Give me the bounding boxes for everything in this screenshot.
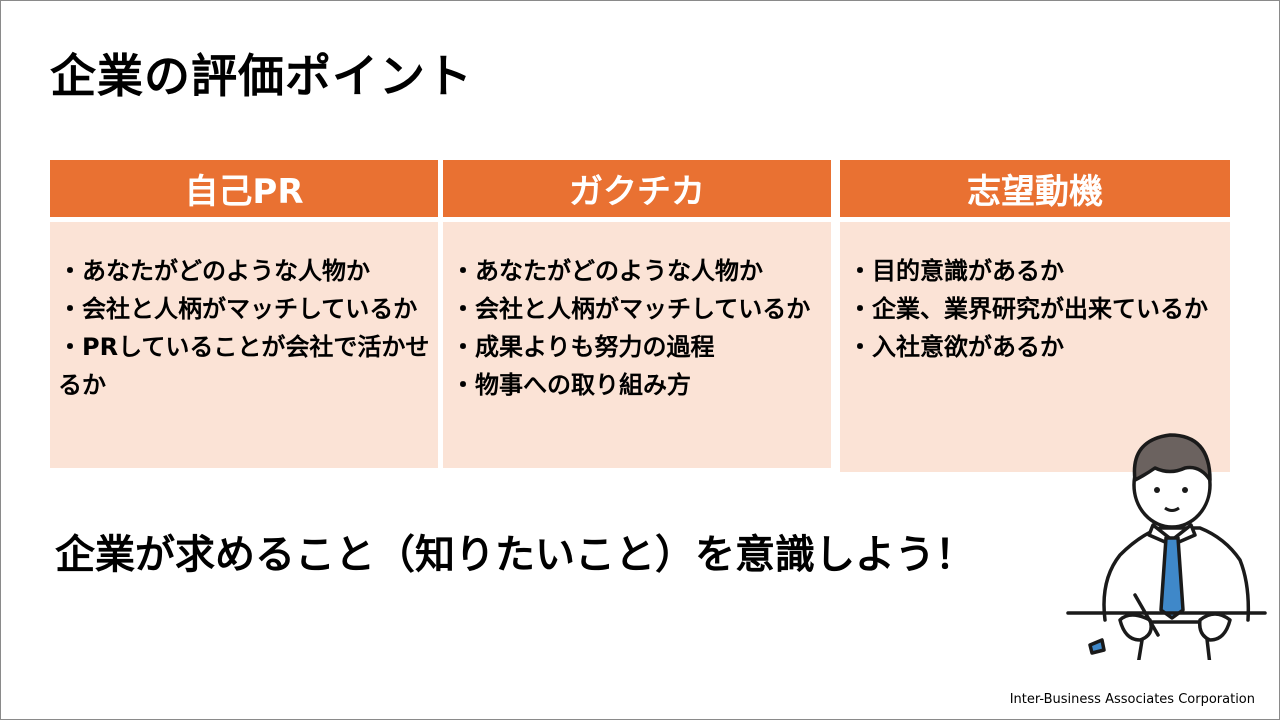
column-body: ・あなたがどのような人物か ・会社と人柄がマッチしているか ・PRしていることが… [50, 222, 438, 468]
businessman-writing-illustration [1066, 433, 1267, 660]
list-item: ・PRしていることが会社で活かせるか [58, 333, 430, 399]
column-motivation: 志望動機 ・目的意識があるか ・企業、業界研究が出来ているか ・入社意欲があるか [840, 160, 1230, 472]
list-item: ・入社意欲があるか [848, 333, 1064, 361]
list-item: ・会社と人柄がマッチしているか [58, 295, 418, 323]
column-body: ・あなたがどのような人物か ・会社と人柄がマッチしているか ・成果よりも努力の過… [443, 222, 831, 468]
column-header: ガクチカ [443, 160, 831, 217]
column-header: 志望動機 [840, 160, 1230, 217]
column-header: 自己PR [50, 160, 438, 217]
column-body: ・目的意識があるか ・企業、業界研究が出来ているか ・入社意欲があるか [840, 222, 1230, 472]
list-item: ・企業、業界研究が出来ているか [848, 295, 1208, 323]
bottom-message: 企業が求めること（知りたいこと）を意識しよう！ [55, 532, 975, 578]
column-self-pr: 自己PR ・あなたがどのような人物か ・会社と人柄がマッチしているか ・PRして… [50, 160, 438, 468]
column-gakuchika: ガクチカ ・あなたがどのような人物か ・会社と人柄がマッチしているか ・成果より… [443, 160, 831, 468]
footer-company: Inter-Business Associates Corporation [1009, 692, 1255, 707]
list-item: ・会社と人柄がマッチしているか [451, 295, 811, 323]
list-item: ・成果よりも努力の過程 [451, 333, 715, 361]
list-item: ・目的意識があるか [848, 257, 1064, 285]
list-item: ・あなたがどのような人物か [58, 257, 370, 285]
list-item: ・あなたがどのような人物か [451, 257, 763, 285]
slide-title: 企業の評価ポイント [50, 49, 473, 103]
list-item: ・物事への取り組み方 [451, 371, 691, 399]
